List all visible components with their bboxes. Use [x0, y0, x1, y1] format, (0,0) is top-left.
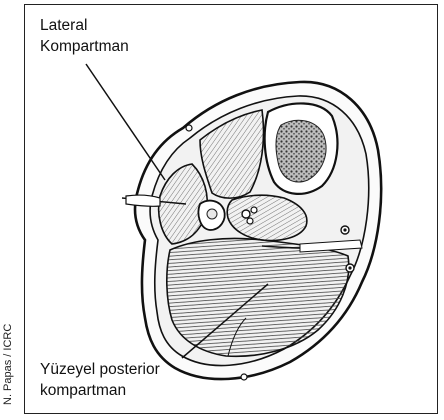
- lateral-label-leader: [86, 64, 165, 180]
- neurovascular-bundle-2: [251, 207, 257, 213]
- lateral-incision-gap: [126, 195, 160, 206]
- neurovascular-bundle-1: [242, 210, 250, 218]
- peripheral-vessel-2-dot: [348, 266, 351, 269]
- fibula-inner: [207, 209, 217, 219]
- peripheral-vessel-3: [241, 374, 247, 380]
- peripheral-vessel-4: [186, 125, 192, 131]
- peripheral-vessel-1-dot: [343, 228, 346, 231]
- neurovascular-bundle-3: [247, 218, 253, 224]
